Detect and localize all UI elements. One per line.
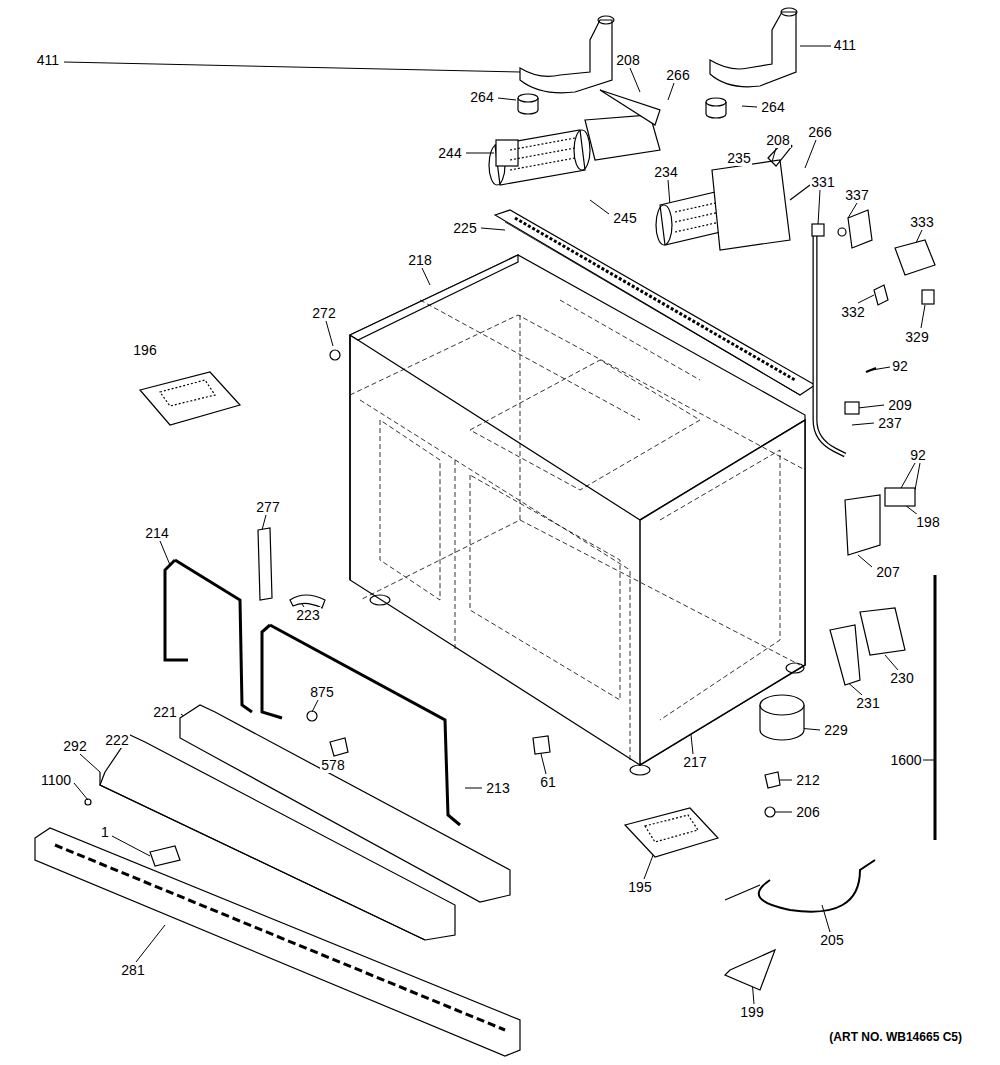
ducts (518, 8, 797, 118)
callout-number: 272 (311, 305, 336, 321)
callout-number: 329 (904, 329, 929, 345)
callout-number: 213 (485, 780, 510, 796)
callout-number: 199 (739, 1004, 764, 1020)
callout-number: 244 (437, 145, 462, 161)
callout-number: 231 (855, 695, 880, 711)
callout-number: 229 (823, 722, 848, 738)
left-parts (165, 528, 550, 825)
callout-number: 207 (875, 564, 900, 580)
right-parts (725, 575, 935, 990)
callout-number: 208 (765, 132, 790, 148)
callout-number: 266 (665, 67, 690, 83)
callout-number: 225 (452, 220, 477, 236)
callout-number: 245 (612, 210, 637, 226)
callout-number: 332 (840, 304, 865, 320)
callout-number: 411 (36, 52, 60, 68)
callout-number: 92 (891, 358, 909, 374)
leader-lines (64, 46, 935, 1004)
callout-number: 61 (539, 774, 557, 790)
callout-number: 264 (760, 99, 785, 115)
callout-number: 578 (320, 757, 345, 773)
callout-number: 411 (833, 37, 857, 53)
callout-number: 266 (807, 124, 832, 140)
control-boards (140, 350, 718, 857)
callout-number: 264 (469, 89, 494, 105)
callout-number: 221 (152, 704, 177, 720)
callout-number: 206 (795, 804, 820, 820)
callout-number: 223 (295, 607, 320, 623)
callout-number: 1100 (40, 772, 72, 788)
callout-number: 277 (255, 499, 280, 515)
callout-number: 875 (309, 684, 334, 700)
cabinet (350, 255, 805, 775)
callout-number: 205 (819, 932, 844, 948)
callout-number: 235 (726, 150, 751, 166)
callout-number: 92 (909, 447, 927, 463)
callout-number: 212 (795, 772, 820, 788)
callout-number: 237 (877, 415, 902, 431)
callout-number: 333 (909, 214, 934, 230)
callout-number: 208 (615, 52, 640, 68)
callout-number: 234 (653, 164, 678, 180)
callout-number: 222 (104, 732, 129, 748)
callout-number: 331 (810, 174, 835, 190)
kick-plates (35, 705, 520, 1056)
callout-number: 292 (62, 738, 87, 754)
art-number: (ART NO. WB14665 C5) (829, 1030, 962, 1044)
callout-number: 214 (144, 525, 169, 541)
callout-number: 1600 (889, 752, 922, 768)
callout-number: 337 (844, 187, 869, 203)
callout-number: 218 (407, 252, 432, 268)
callout-number: 217 (682, 754, 707, 770)
gas-parts (812, 210, 935, 555)
callout-number: 196 (132, 342, 157, 358)
callout-number: 1 (100, 824, 110, 840)
callout-number: 230 (889, 670, 914, 686)
callout-number: 209 (887, 397, 912, 413)
callout-number: 195 (627, 879, 652, 895)
blower-fans (489, 90, 810, 250)
callout-number: 281 (120, 962, 145, 978)
callout-number: 198 (915, 514, 940, 530)
